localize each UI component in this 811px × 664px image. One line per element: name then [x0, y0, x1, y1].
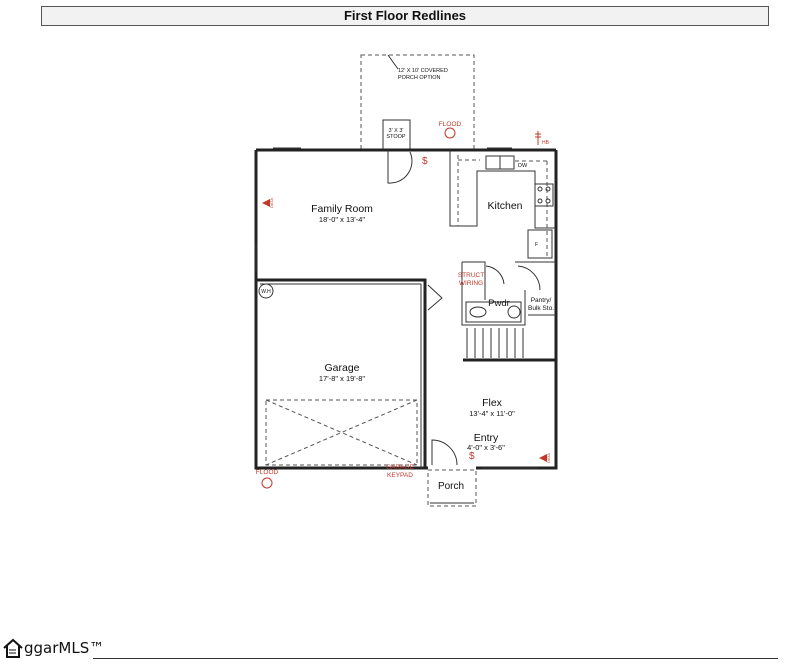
flood-light-icon	[261, 477, 273, 489]
garage-keypad-label: KEYPAD	[387, 472, 413, 479]
room-size: 17'-8" x 19'-8"	[319, 374, 365, 383]
room-family-room: Family Room	[311, 203, 373, 215]
data-outlet-label: DATA	[546, 453, 551, 463]
stairs	[463, 328, 556, 362]
fridge-label: F	[535, 242, 538, 248]
garage-door	[265, 399, 418, 466]
footer-divider	[93, 658, 778, 659]
room-size: 13'-4" x 11'-0"	[469, 409, 515, 418]
logo: ggarMLS™	[2, 636, 104, 660]
garage-keypad-label: GARAGE	[386, 464, 414, 471]
refrigerator	[527, 229, 553, 259]
room-powder: Pwdr	[488, 298, 510, 309]
data-outlet-icon	[539, 454, 547, 462]
page-title: First Floor Redlines	[41, 6, 769, 26]
switch-icon: $	[422, 156, 428, 167]
data-outlet-icon	[262, 199, 270, 207]
pantry-label: Pantry/	[531, 297, 552, 304]
stoop-label: 3' X 3'	[389, 128, 404, 134]
wh-label: W.H	[261, 289, 271, 295]
flood-label: FLOOD	[439, 121, 462, 128]
dishwasher-label: DW	[518, 163, 528, 169]
porch-note-2: PORCH OPTION	[398, 75, 441, 81]
water-heater	[258, 283, 274, 299]
room-garage: Garage	[324, 362, 359, 374]
hose-bib-icon	[535, 131, 541, 145]
struct-wiring-label: WIRING	[459, 280, 483, 287]
switch-icon: $	[469, 451, 475, 462]
struct-wiring-label: STRUCT	[458, 272, 484, 279]
pantry-label: Bulk Sto.	[528, 305, 554, 312]
room-size: 18'-0" x 13'-4"	[319, 215, 365, 224]
flood-light-icon	[444, 127, 456, 139]
room-size: 4'-0" x 3'-6"	[467, 443, 505, 452]
flood-label: FLOOD	[256, 469, 279, 476]
room-kitchen: Kitchen	[487, 200, 522, 212]
hb-label: HB	[542, 140, 550, 146]
data-outlet-label: DATA	[269, 198, 274, 208]
powder-sink	[507, 305, 521, 319]
logo-text: ggarMLS™	[24, 639, 105, 657]
room-porch: Porch	[438, 481, 464, 492]
room-flex: Flex	[482, 397, 503, 409]
stoop-label: STOOP	[386, 134, 405, 140]
porch-note-1: 12' X 10' COVERED	[398, 68, 448, 74]
range	[534, 183, 554, 207]
covered-porch-option	[360, 54, 475, 151]
toilet	[469, 306, 487, 318]
room-entry: Entry	[474, 432, 499, 444]
front-porch	[427, 469, 477, 507]
house-logo-icon	[3, 638, 23, 658]
